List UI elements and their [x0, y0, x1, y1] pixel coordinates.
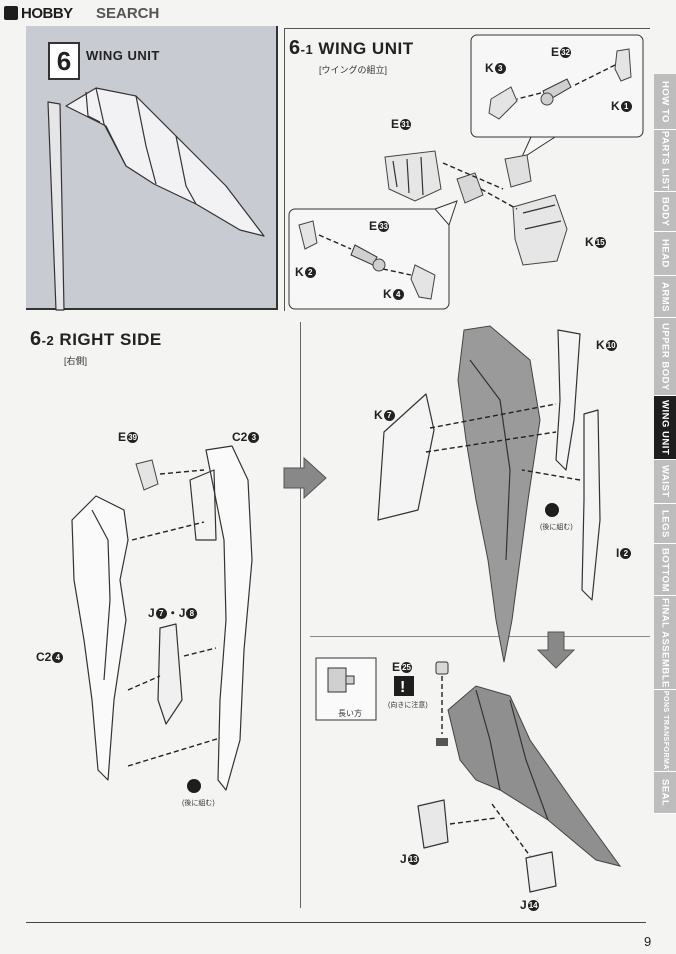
footer-rule	[26, 922, 646, 923]
wing-assembly-illustration	[288, 34, 644, 310]
note-glue-later-right: (後に組む)	[540, 524, 573, 531]
section-tabs: HOW TO PARTS LIST BODY HEAD ARMS UPPER BODY WI…	[654, 74, 676, 922]
tab-final-assemble[interactable]: FINAL ASSEMBLE	[654, 596, 676, 690]
tab-wing-unit[interactable]: WING UNIT	[654, 396, 676, 460]
note-caution-direction: (向きに注意)	[388, 702, 428, 709]
tab-seal[interactable]: SEAL	[654, 772, 676, 814]
step-6-number: 6	[48, 42, 80, 80]
tab-label: WEAPONS TRANSFORMATION	[662, 690, 669, 772]
tab-label: HEAD	[659, 239, 671, 268]
tab-head[interactable]: HEAD	[654, 232, 676, 276]
tab-label: ARMS	[659, 281, 671, 312]
tab-label: BODY	[659, 196, 671, 227]
step-6-panel: 6 WING UNIT	[26, 26, 278, 311]
tab-waist[interactable]: WAIST	[654, 460, 676, 504]
tab-bottom[interactable]: BOTTOM	[654, 544, 676, 596]
tab-body[interactable]: BODY	[654, 192, 676, 232]
tab-label: SEAL	[659, 778, 671, 807]
tab-weapons-transformation[interactable]: WEAPONS TRANSFORMATION	[654, 690, 676, 772]
panel-divider-horizontal	[310, 636, 650, 637]
tab-label: WING UNIT	[659, 399, 671, 456]
step-6-2-title-text: RIGHT SIDE	[59, 330, 162, 349]
step-6-1-title: 6-1 WING UNIT	[289, 37, 414, 60]
step-6-2-title: 6-2 RIGHT SIDE	[30, 328, 162, 351]
tab-label: PARTS LIST	[659, 130, 671, 191]
tab-upper-body[interactable]: UPPER BODY	[654, 318, 676, 396]
step-6-title: WING UNIT	[86, 48, 160, 63]
step-6-2-subtitle: [右側]	[64, 356, 88, 366]
tab-label: FINAL ASSEMBLE	[659, 597, 671, 688]
note-long-side: 長い方	[338, 709, 362, 718]
step-6-1-subtitle: [ウイングの組立]	[319, 65, 388, 75]
wing-unit-overview-illustration	[47, 87, 265, 311]
tab-label: UPPER BODY	[659, 322, 671, 391]
panel-divider-vertical	[300, 322, 301, 908]
tab-arms[interactable]: ARMS	[654, 276, 676, 318]
page-number: 9	[644, 934, 652, 949]
note-glue-later-left: (後に組む)	[182, 800, 215, 807]
step-6-2-subnumber: -2	[41, 333, 55, 348]
tab-label: BOTTOM	[659, 547, 671, 592]
step-6-2-number: 6	[30, 328, 42, 350]
svg-text:!: !	[400, 679, 405, 696]
step-6-1-title-text: WING UNIT	[318, 39, 414, 58]
tab-parts-list[interactable]: PARTS LIST	[654, 130, 676, 192]
brand-search: SEARCH	[96, 5, 160, 22]
tab-label: HOW TO	[659, 80, 671, 123]
step-6-1-number: 6	[289, 37, 301, 59]
tab-label: WAIST	[659, 465, 671, 498]
brand-hobby: HOBBY	[21, 5, 73, 22]
brand-mark-icon	[4, 6, 18, 20]
tab-how-to[interactable]: HOW TO	[654, 74, 676, 130]
tab-label: LEGS	[659, 509, 671, 538]
step-6-1-subnumber: -1	[300, 42, 314, 57]
tab-legs[interactable]: LEGS	[654, 504, 676, 544]
brand-logo: HOBBY SEARCH	[4, 4, 174, 24]
